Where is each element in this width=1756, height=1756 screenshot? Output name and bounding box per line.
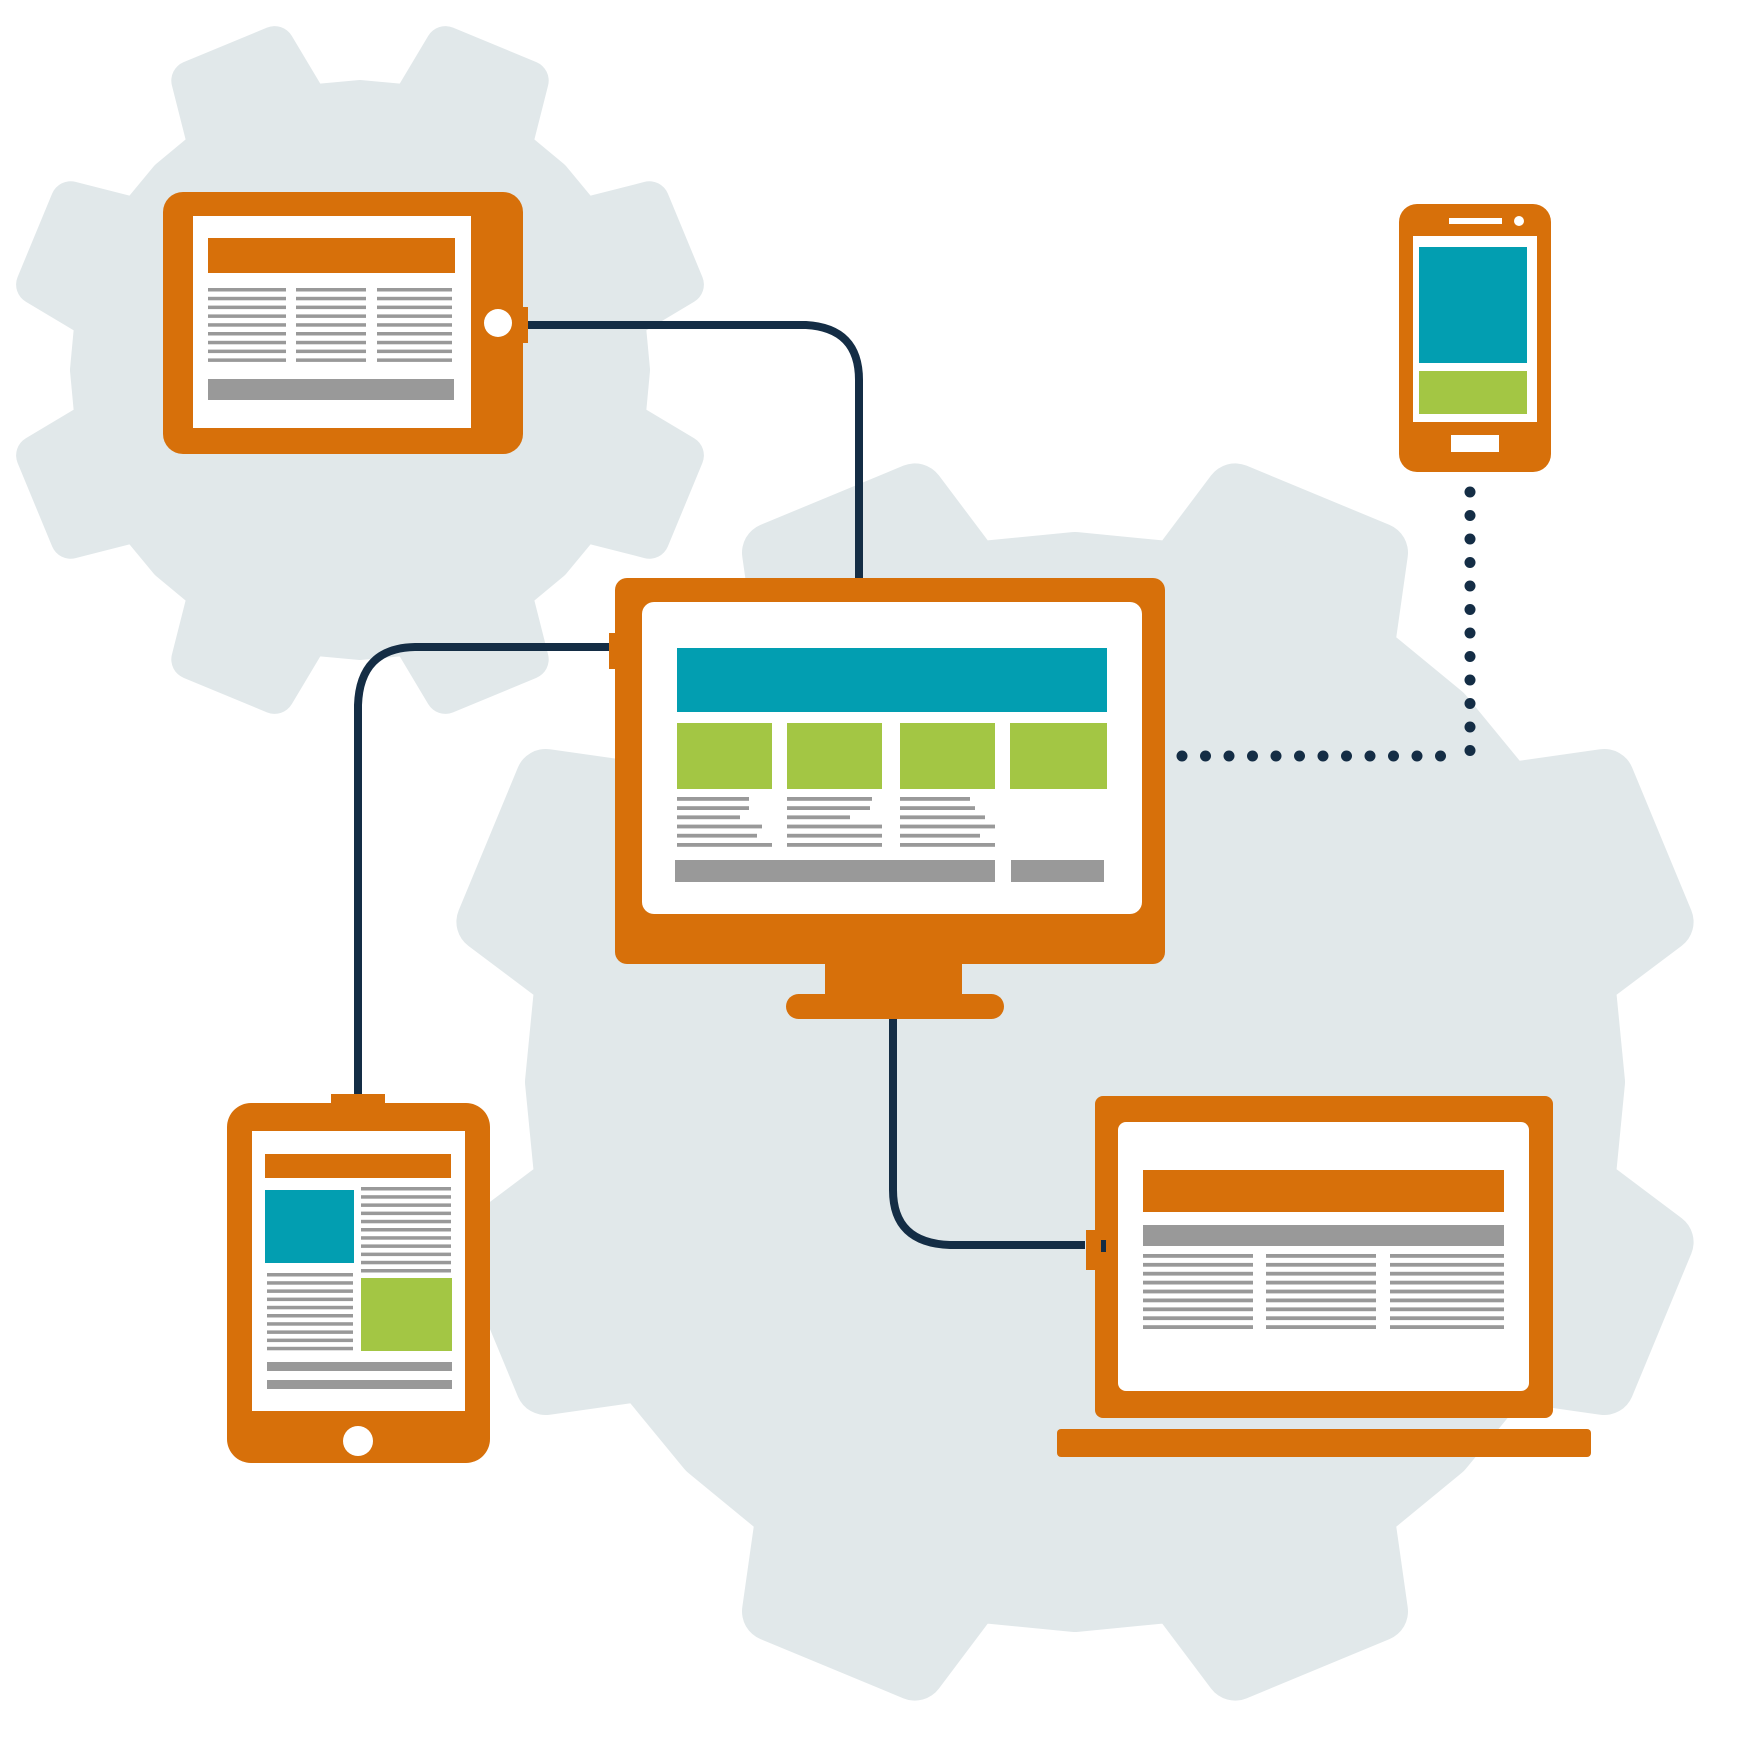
home-button-icon bbox=[1451, 435, 1499, 452]
laptop-icon bbox=[1057, 1096, 1591, 1457]
cable-monitor-to-portrait-tablet bbox=[354, 643, 610, 1098]
cable-tablet-to-monitor bbox=[520, 321, 863, 578]
camera-icon bbox=[1514, 216, 1524, 226]
speaker-icon bbox=[1449, 218, 1502, 224]
monitor-stand bbox=[786, 994, 1004, 1019]
home-button-icon bbox=[484, 309, 512, 337]
dotted-cable-monitor-to-phone bbox=[1176, 486, 1476, 762]
home-button-icon bbox=[343, 1426, 373, 1456]
tablet-landscape-icon bbox=[163, 192, 528, 454]
monitor-icon bbox=[609, 578, 1165, 1019]
cable-monitor-to-laptop bbox=[889, 993, 1085, 1249]
laptop-base bbox=[1057, 1429, 1591, 1457]
smartphone-icon bbox=[1399, 204, 1551, 472]
tablet-portrait-icon bbox=[227, 1094, 490, 1463]
